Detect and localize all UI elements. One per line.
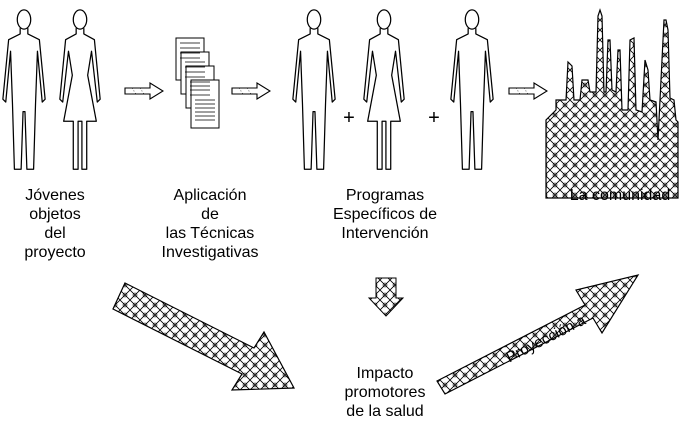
male-figure-icon — [450, 9, 494, 170]
label-line: del — [44, 225, 66, 242]
label-line: objetos — [29, 206, 81, 223]
right-arrow-icon — [508, 82, 548, 100]
plus-sign: + — [343, 107, 355, 129]
stage-label-aplicacion: Aplicación de las Técnicas Investigativa… — [145, 186, 275, 262]
documents-icon — [175, 37, 220, 129]
diagonal-arrow-icon — [112, 282, 295, 391]
label-line: Jóvenes — [25, 187, 85, 204]
proyeccion-label: Proyección a — [503, 311, 589, 366]
label-line: Programas — [345, 187, 425, 204]
label-line: proyecto — [24, 244, 86, 261]
label-line: La comunidad — [569, 187, 671, 204]
plus-sign: + — [428, 107, 440, 129]
impacto-label: Impacto promotores de la salud — [320, 364, 450, 421]
stage-label-jovenes: Jóvenes objetos del proyecto — [0, 186, 110, 262]
diagonal-arrow-icon — [436, 274, 640, 395]
label-line: de la salud — [346, 403, 424, 420]
right-arrow-icon — [124, 82, 164, 100]
label-line: Intervención — [341, 225, 429, 242]
male-figure-icon — [292, 9, 336, 170]
label-line: Impacto — [356, 365, 414, 382]
label-line: de — [201, 206, 219, 223]
label-line: promotores — [344, 384, 426, 401]
down-arrow-icon — [367, 277, 405, 317]
city-icon — [545, 8, 679, 199]
right-arrow-icon — [231, 82, 271, 100]
label-line: las Técnicas — [165, 225, 255, 242]
female-figure-icon — [59, 9, 101, 170]
female-figure-icon — [363, 9, 405, 170]
stage-label-comunidad: La comunidad — [558, 186, 682, 205]
label-line: Específicos de — [332, 206, 438, 223]
label-line: Aplicación — [173, 187, 247, 204]
stage-label-programas: Programas Específicos de Intervención — [320, 186, 450, 243]
label-line: Investigativas — [161, 244, 259, 261]
male-figure-icon — [2, 9, 46, 170]
